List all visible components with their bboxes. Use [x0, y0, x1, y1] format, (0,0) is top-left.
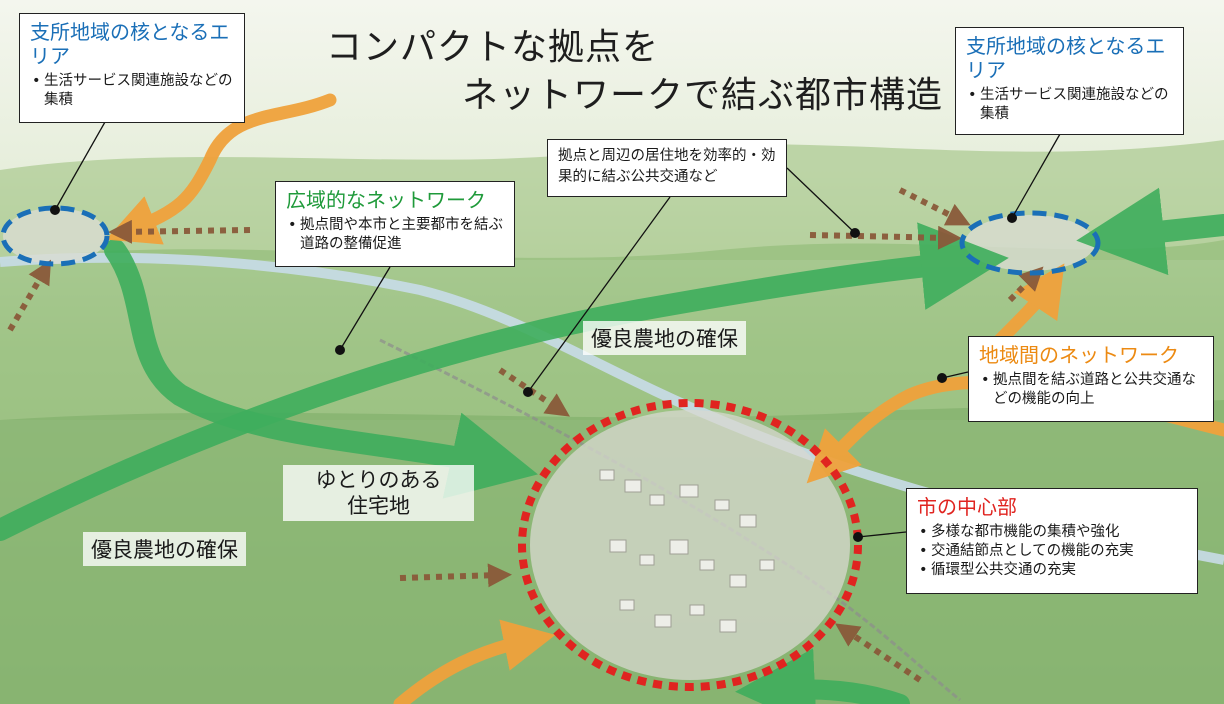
- callout-list: 生活サービス関連施設などの集積: [966, 86, 1173, 124]
- callout-list: 拠点間や本市と主要都市を結ぶ道路の整備促進: [286, 216, 504, 254]
- callout-heading: 市の中心部: [917, 495, 1017, 519]
- callout-heading: 支所地域の核となるエリア: [966, 34, 1166, 82]
- residential-label-line2: 住宅地: [347, 494, 410, 518]
- callout-branch-left: 支所地域の核となるエリア 生活サービス関連施設などの集積: [19, 13, 245, 123]
- callout-item: 生活サービス関連施設などの集積: [966, 86, 1173, 124]
- callout-heading: 地域間のネットワーク: [979, 343, 1179, 367]
- callout-transit: 拠点と周辺の居住地を効率的・効果的に結ぶ公共交通など: [547, 139, 787, 197]
- farmland-label-top: 優良農地の確保: [583, 321, 746, 355]
- callout-inter-network: 地域間のネットワーク 拠点間を結ぶ道路と公共交通などの機能の向上: [968, 336, 1214, 422]
- orange-arrow-right: [993, 263, 1065, 347]
- callout-list: 生活サービス関連施設などの集積: [30, 72, 234, 110]
- callout-item: 拠点間を結ぶ道路と公共交通などの機能の向上: [979, 371, 1203, 409]
- title-line-1: コンパクトな拠点を: [326, 27, 660, 68]
- left-branch-circle: [0, 205, 110, 267]
- left-branch-town: [3, 208, 107, 264]
- callout-wide-network: 広域的なネットワーク 拠点間や本市と主要都市を結ぶ道路の整備促進: [275, 181, 515, 267]
- callout-item: 多様な都市機能の集積や強化: [917, 523, 1187, 542]
- city-center-circle: [518, 399, 862, 691]
- residential-label: ゆとりのある 住宅地: [283, 465, 474, 521]
- leader-lines: [54, 121, 1061, 538]
- callout-heading: 広域的なネットワーク: [286, 188, 486, 212]
- green-arrow-bottom: [735, 648, 910, 704]
- orange-arrow-top: [105, 93, 337, 245]
- callout-item: 拠点間や本市と主要都市を結ぶ道路の整備促進: [286, 216, 504, 254]
- callout-list: 多様な都市機能の集積や強化 交通結節点としての機能の充実 循環型公共交通の充実: [917, 523, 1187, 580]
- town-area: [530, 410, 850, 680]
- callout-item: 循環型公共交通の充実: [917, 561, 1187, 580]
- title-line-2: ネットワークで結ぶ都市構造: [462, 75, 944, 116]
- callout-text: 拠点と周辺の居住地を効率的・効果的に結ぶ公共交通など: [558, 148, 776, 185]
- green-arrow-main: [0, 222, 1009, 541]
- residential-label-line1: ゆとりのある: [315, 468, 442, 492]
- right-branch-circle: [959, 210, 1101, 276]
- callout-city-center: 市の中心部 多様な都市機能の集積や強化 交通結節点としての機能の充実 循環型公共…: [906, 488, 1198, 594]
- callout-item: 交通結節点としての機能の充実: [917, 542, 1187, 561]
- callout-list: 拠点間を結ぶ道路と公共交通などの機能の向上: [979, 371, 1203, 409]
- callout-branch-right: 支所地域の核となるエリア 生活サービス関連施設などの集積: [955, 27, 1184, 135]
- leader-dots: [50, 205, 1017, 542]
- rail-line: [379, 338, 961, 702]
- orange-arrow-southwest: [393, 619, 556, 704]
- farmland-label-left: 優良農地の確保: [83, 532, 246, 566]
- green-arrow-right: [1076, 187, 1224, 276]
- town-buildings: [599, 469, 775, 633]
- green-arrow-curve: [104, 239, 538, 499]
- callout-heading: 支所地域の核となるエリア: [30, 20, 230, 68]
- callout-item: 生活サービス関連施設などの集積: [30, 72, 234, 110]
